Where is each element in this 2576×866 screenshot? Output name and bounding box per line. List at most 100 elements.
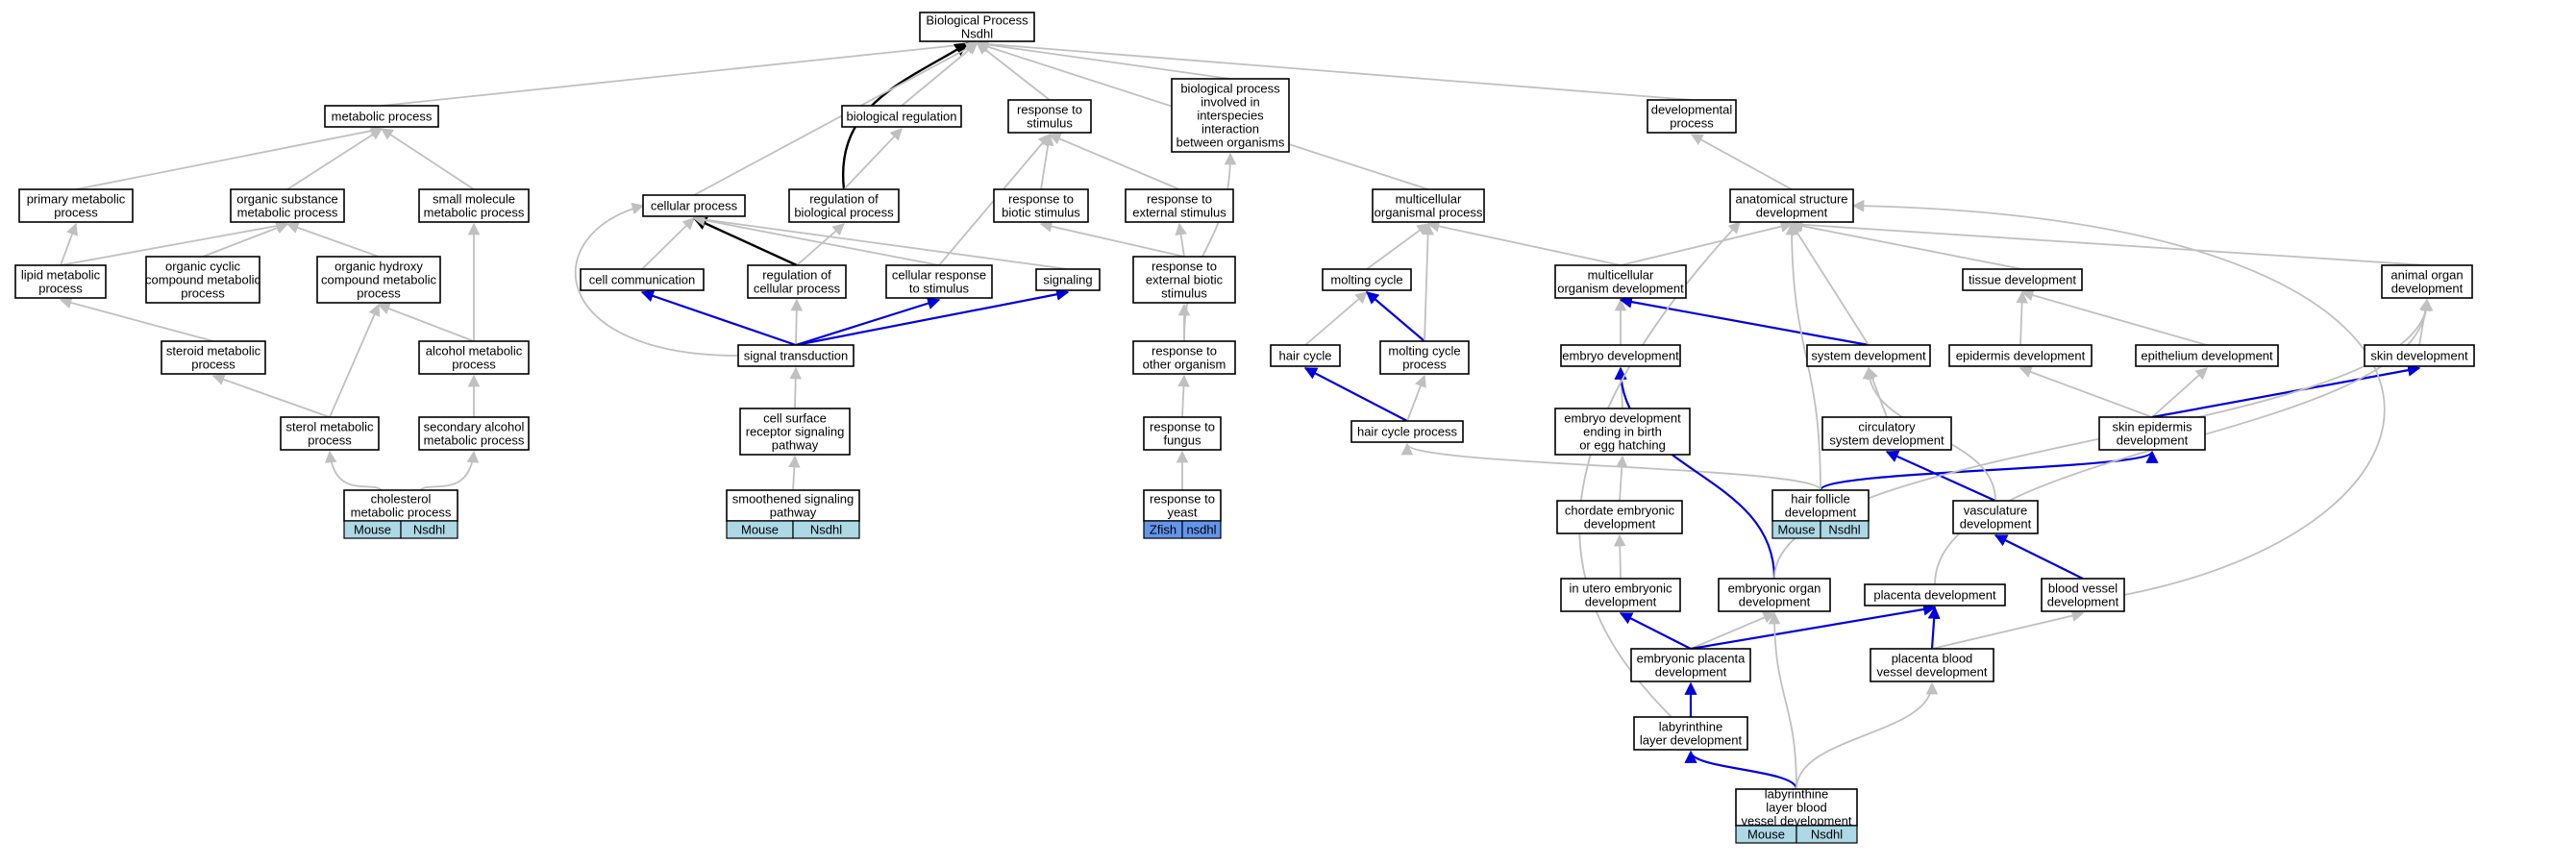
- node-placenta-dev[interactable]: placenta development: [1864, 583, 2006, 606]
- node-box: [841, 105, 962, 128]
- gene-tag-zfish[interactable]: Zfish: [1143, 520, 1183, 539]
- node-box: [324, 105, 439, 128]
- gene-tag-nsdhl[interactable]: Nsdhl: [792, 520, 860, 539]
- edge-tissue_dev-to-anat: [1790, 219, 2023, 270]
- node-epidermis[interactable]: epidermis development: [1948, 344, 2093, 367]
- node-molt-cycle[interactable]: molting cycle: [1322, 268, 1412, 291]
- node-sys-dev[interactable]: system development: [1806, 344, 1931, 367]
- edge-org_sub-to-metab: [286, 128, 384, 190]
- node-cell-comm[interactable]: cell communication: [580, 268, 705, 291]
- node-skin-dev[interactable]: skin development: [2364, 344, 2475, 367]
- gene-tag-nsdhl[interactable]: Nsdhl: [400, 520, 458, 539]
- node-embryo-dev[interactable]: embryo development: [1560, 344, 1681, 367]
- gene-tag-mouse[interactable]: Mouse: [726, 520, 794, 539]
- node-cell-proc[interactable]: cellular process: [642, 194, 746, 217]
- edge-blood_vessel-to-vasculature: [1994, 534, 2084, 580]
- node-label-line: secondary alcohol: [424, 420, 525, 434]
- node-epithelium[interactable]: epithelium development: [2135, 344, 2279, 367]
- edge-small_mol-to-metab: [380, 128, 475, 190]
- node-box: [788, 188, 900, 223]
- node-tissue-dev[interactable]: tissue development: [1962, 268, 2083, 291]
- edge-cholesterol-to-sec_alcohol: [419, 450, 480, 491]
- node-label-line: metabolic process: [424, 433, 525, 448]
- node-box: [161, 340, 266, 375]
- node-box: [145, 256, 260, 304]
- gene-tag-nsdhl[interactable]: nsdhl: [1181, 520, 1222, 539]
- node-metab[interactable]: metabolic process: [324, 105, 439, 128]
- node-box: [1554, 408, 1691, 456]
- node-label-line: tissue development: [1969, 273, 2076, 287]
- gene-tag-nsdhl[interactable]: Nsdhl: [1820, 520, 1870, 539]
- gene-tag-label: nsdhl: [1186, 523, 1216, 537]
- node-label-line: vessel development: [1742, 814, 1852, 829]
- edge-hair_follicle-to-hair_cycle_proc: [1400, 442, 1821, 491]
- gene-tag-nsdhl[interactable]: Nsdhl: [1796, 825, 1858, 844]
- node-hair-cycle-proc[interactable]: hair cycle process: [1350, 420, 1464, 443]
- node-sig-trans[interactable]: signal transduction: [737, 344, 855, 367]
- node-hair-cycle[interactable]: hair cycle: [1270, 344, 1341, 367]
- gene-tag-box: [1796, 825, 1858, 844]
- gene-tag-mouse[interactable]: Mouse: [1771, 520, 1821, 539]
- node-label-line: cellular response: [892, 268, 986, 283]
- node-label-line: organic hydroxy: [334, 260, 423, 274]
- edge-resp_ext_biotic-to-resp_ext: [1175, 222, 1187, 258]
- node-label-line: embryo development: [1562, 349, 1679, 363]
- node-label-line: placenta development: [1873, 588, 1996, 603]
- node-label-line: layer development: [1640, 733, 1743, 748]
- node-signaling[interactable]: signaling: [1035, 268, 1101, 291]
- node-label-line: primary metabolic: [27, 192, 126, 207]
- node-label-line: organismal process: [1375, 206, 1483, 220]
- gene-tag-mouse[interactable]: Mouse: [343, 520, 402, 539]
- edge-molt_cycle-to-multi_org: [1366, 223, 1430, 270]
- node-label-line: cholesterol: [371, 492, 432, 507]
- node-label-line: hair follicle: [1791, 492, 1849, 507]
- node-bioreg[interactable]: biological regulation: [841, 105, 962, 128]
- node-box: [1035, 268, 1101, 291]
- gene-tag-mouse[interactable]: Mouse: [1735, 825, 1797, 844]
